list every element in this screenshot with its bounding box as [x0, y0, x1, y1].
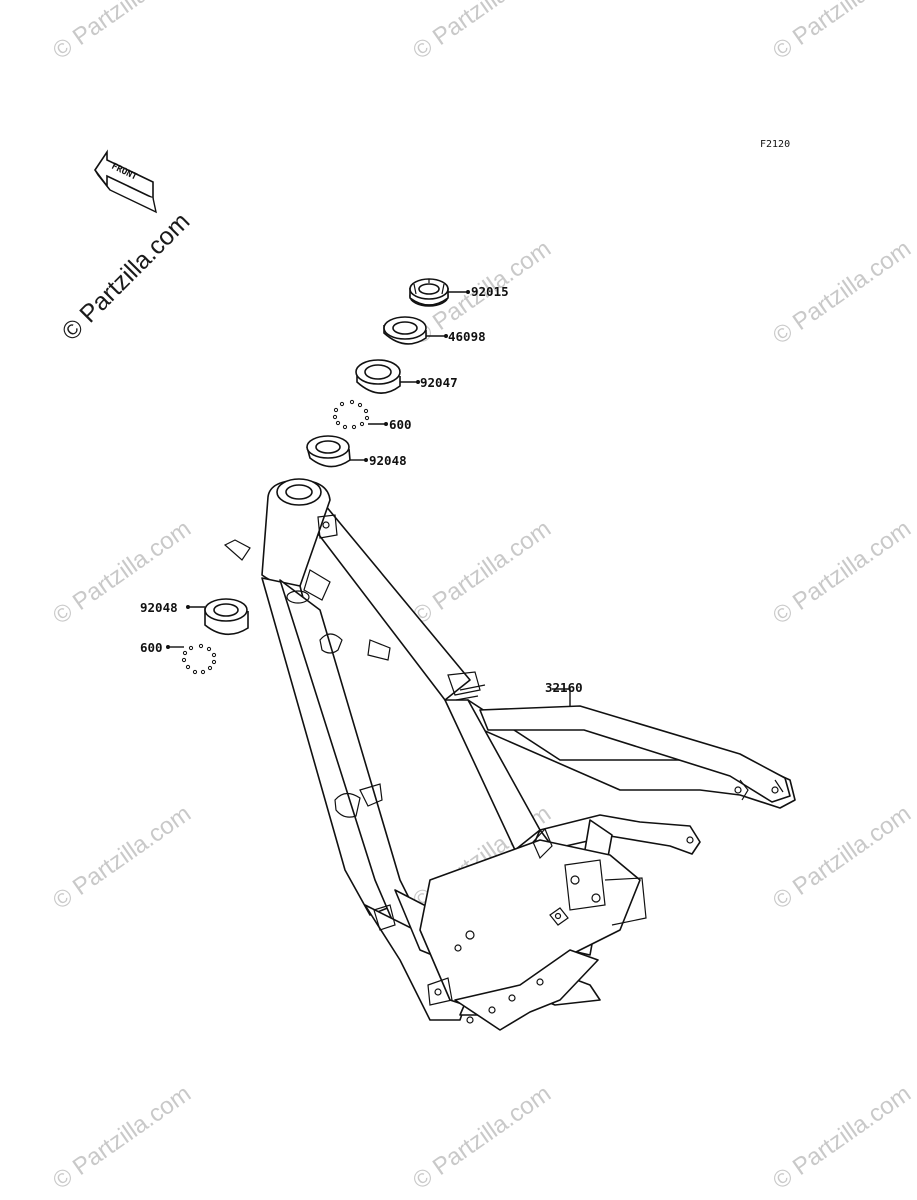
- watermark: © Partzilla.com: [408, 0, 556, 65]
- bearing-race-92048-upper: [306, 435, 351, 468]
- watermark: © Partzilla.com: [48, 800, 196, 915]
- watermark: © Partzilla.com: [408, 1080, 556, 1195]
- watermark: © Partzilla.com: [768, 800, 916, 915]
- watermark: © Partzilla.com: [408, 515, 556, 630]
- part-number-92048-upper[interactable]: 92048: [369, 453, 407, 468]
- washer-46098: [383, 316, 427, 345]
- part-number-600-upper[interactable]: 600: [389, 417, 412, 432]
- ball-bearings-600-upper: [332, 399, 370, 430]
- part-number-92047[interactable]: 92047: [420, 375, 458, 390]
- part-number-32160[interactable]: 32160: [545, 680, 583, 695]
- leaders: [166, 290, 571, 706]
- watermark: © Partzilla.com: [768, 1080, 916, 1195]
- watermark: © Partzilla.com: [768, 515, 916, 630]
- watermark: © Partzilla.com: [768, 235, 916, 350]
- watermark: © Partzilla.com: [48, 1080, 196, 1195]
- part-number-92015[interactable]: 92015: [471, 284, 509, 299]
- ball-bearings-600-lower: [181, 643, 217, 675]
- watermark: © Partzilla.com: [768, 0, 916, 65]
- watermark: © Partzilla.com: [48, 0, 196, 65]
- locknut-92015: [409, 278, 449, 307]
- part-number-46098[interactable]: 46098: [448, 329, 486, 344]
- diagram-code: F2120: [760, 139, 790, 150]
- copyright-text: © Partzilla.com: [56, 207, 195, 346]
- part-number-600-lower[interactable]: 600: [140, 640, 163, 655]
- front-arrow-icon: FRONT: [94, 149, 157, 214]
- part-number-92048-lower[interactable]: 92048: [140, 600, 178, 615]
- frame-32160: [223, 478, 796, 1031]
- bearing-race-92047: [355, 359, 401, 394]
- bearing-race-92048-lower: [204, 598, 249, 636]
